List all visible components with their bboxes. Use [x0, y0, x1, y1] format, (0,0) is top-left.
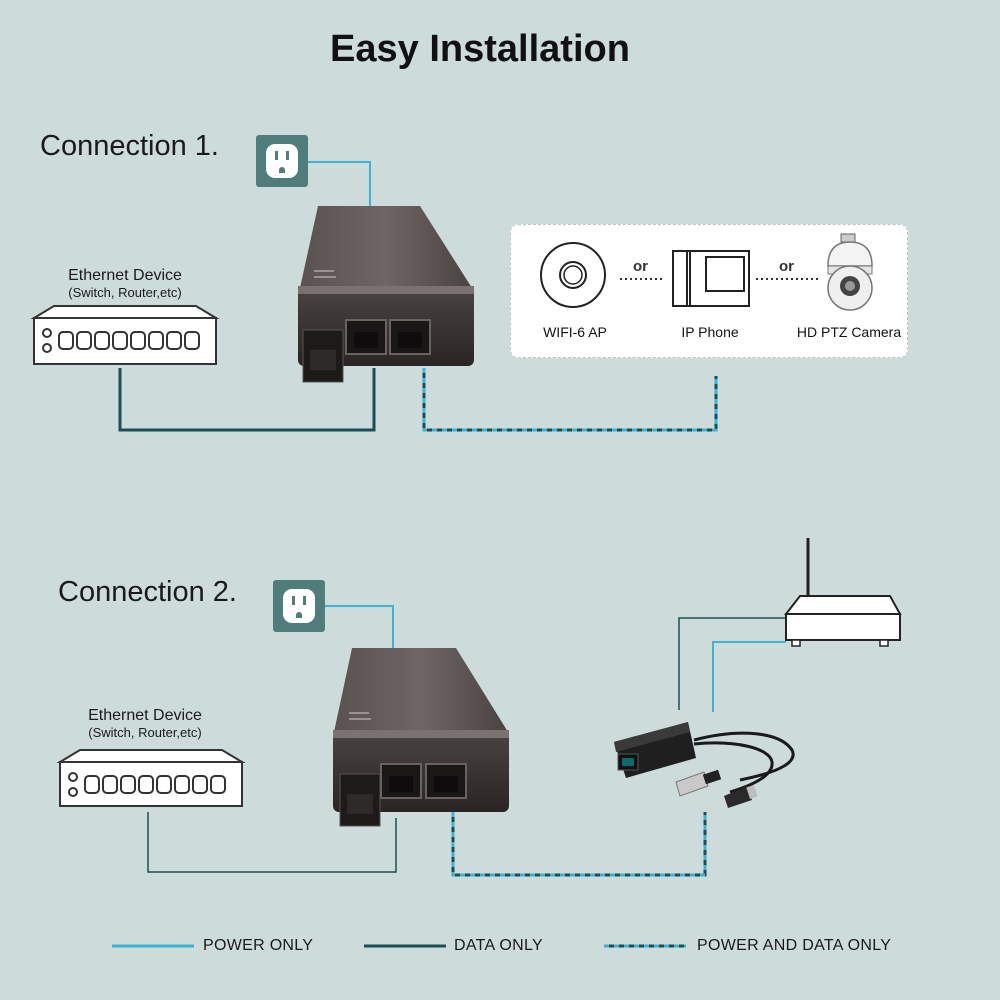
router-data-line	[678, 617, 786, 710]
data-line-2	[147, 812, 397, 873]
ethernet-device-label-2: Ethernet Device (Switch, Router,etc)	[54, 706, 236, 741]
network-switch-icon	[30, 305, 220, 365]
power-outlet-icon	[256, 135, 308, 187]
page-title: Easy Installation	[330, 28, 630, 70]
power-line-1	[308, 161, 371, 210]
ethernet-device-name: Ethernet Device	[68, 267, 182, 284]
data-line-1	[118, 368, 376, 432]
legend-power-only: POWER ONLY	[203, 937, 314, 954]
device-label-wifi-ap: WIFI-6 AP	[543, 324, 607, 340]
network-switch-icon	[56, 749, 246, 807]
connection-1-label: Connection 1.	[40, 130, 219, 162]
router-power-line	[712, 641, 786, 712]
power-line-2	[325, 605, 394, 652]
device-label-ip-phone: IP Phone	[681, 324, 739, 340]
or-label: or	[633, 258, 648, 275]
wifi-ap-icon	[540, 242, 606, 308]
ptz-camera-icon	[827, 233, 873, 311]
or-label: or	[779, 258, 794, 275]
ip-phone-icon	[672, 250, 750, 307]
wifi-router-icon	[783, 538, 902, 647]
power-data-line-1	[422, 368, 718, 432]
legend-power-and-data: POWER AND DATA ONLY	[697, 937, 892, 954]
ethernet-device-note: (Switch, Router,etc)	[68, 285, 182, 301]
power-data-line-2	[451, 812, 707, 877]
legend-data-only: DATA ONLY	[454, 937, 543, 954]
ethernet-device-note: (Switch, Router,etc)	[88, 725, 202, 741]
device-label-ptz-camera: HD PTZ Camera	[796, 324, 902, 340]
power-outlet-icon	[273, 580, 325, 632]
poe-splitter-icon	[614, 722, 795, 808]
poe-injector-icon	[298, 206, 474, 383]
poe-injector-icon	[333, 648, 509, 827]
connection-2-label: Connection 2.	[58, 576, 237, 608]
ethernet-device-name: Ethernet Device	[88, 707, 202, 724]
ethernet-device-label-1: Ethernet Device (Switch, Router,etc)	[34, 266, 216, 301]
